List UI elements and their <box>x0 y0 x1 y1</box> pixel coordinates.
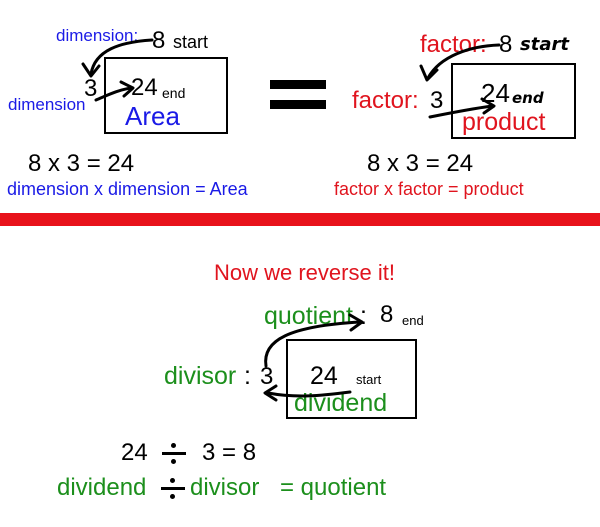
end-label-right: end <box>512 89 544 107</box>
word-divisor: divisor <box>190 474 260 501</box>
quotient-colon: : <box>360 302 367 330</box>
num-24-left: 24 <box>131 74 158 101</box>
equals-bar-top <box>270 80 326 89</box>
equation-right: 8 x 3 = 24 <box>367 150 474 177</box>
divisor-label: divisor <box>164 362 237 390</box>
arrowhead-3-bottom <box>263 384 278 402</box>
dimension-left-label: dimension <box>8 95 86 114</box>
num-8-right: 8 <box>499 31 513 58</box>
arrow-8-to-3-right <box>426 43 501 80</box>
factor-left-label: factor: <box>352 87 419 114</box>
word-dividend: dividend <box>57 474 147 501</box>
reverse-heading: Now we reverse it! <box>214 260 395 285</box>
dividend-box <box>286 339 417 419</box>
equals-bar-bottom <box>270 100 326 109</box>
start-label-right: start <box>520 34 569 55</box>
num-3-bottom: 3 <box>260 363 274 390</box>
equation-left: 8 x 3 = 24 <box>28 150 135 177</box>
start-label-left: start <box>173 32 209 52</box>
arrowhead-8-bottom <box>348 313 364 332</box>
word-equation-right: factor x factor = product <box>334 179 524 199</box>
arrowhead-24-left <box>119 80 135 98</box>
divisor-colon: : <box>244 362 251 390</box>
divide-icon-word <box>160 475 186 503</box>
end-label-left: end <box>162 85 186 101</box>
arrowhead-product-right <box>480 97 496 115</box>
arrow-8-to-3-left <box>89 38 154 76</box>
red-divider <box>0 213 600 226</box>
divide-icon <box>160 440 188 468</box>
arrow-3-to-8-bottom <box>264 320 362 368</box>
arrowhead-3-right <box>419 64 439 82</box>
arrowhead-3-left <box>81 62 101 78</box>
product-box <box>451 63 576 139</box>
start-label-bottom: start <box>356 372 382 387</box>
eq-24-bottom: 24 <box>121 439 148 466</box>
num-3-right: 3 <box>430 87 444 114</box>
num-24-bottom: 24 <box>310 362 338 390</box>
num-8-bottom: 8 <box>380 301 394 328</box>
dimension-top-label: dimension: <box>56 26 139 45</box>
num-8-left: 8 <box>152 27 166 54</box>
factor-top-label: factor: <box>420 31 487 58</box>
area-label: Area <box>125 101 180 131</box>
product-label: product <box>462 108 546 136</box>
arrow-3-to-24-left <box>94 86 133 102</box>
arrow-24-to-3-bottom <box>266 390 352 398</box>
end-label-bottom: end <box>402 313 424 328</box>
arrow-3-to-product-right <box>428 104 494 119</box>
num-3-left: 3 <box>84 75 98 102</box>
word-quotient: = quotient <box>280 474 387 501</box>
eq-rest-bottom: 3 = 8 <box>202 439 257 466</box>
word-equation-left: dimension x dimension = Area <box>7 179 248 199</box>
